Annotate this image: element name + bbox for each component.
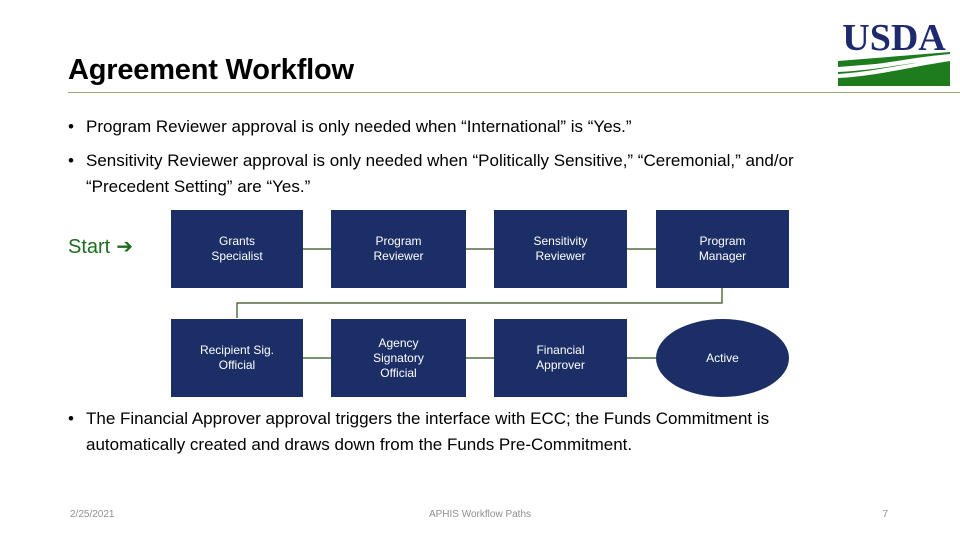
list-item: The Financial Approver approval triggers…	[62, 406, 852, 458]
bullet-list-bottom: The Financial Approver approval triggers…	[62, 406, 852, 458]
title-divider	[68, 92, 960, 93]
svg-text:USDA: USDA	[842, 17, 946, 59]
flow-node-active[interactable]: Active	[656, 319, 789, 397]
flow-node-recipient-sig-official[interactable]: Recipient Sig.Official	[171, 319, 303, 397]
list-item: Program Reviewer approval is only needed…	[62, 114, 842, 140]
page-title: Agreement Workflow	[68, 54, 354, 86]
usda-logo: USDA	[836, 8, 952, 88]
footer-date: 2/25/2021	[70, 509, 115, 520]
slide-footer: 2/25/2021 APHIS Workflow Paths 7	[0, 506, 960, 526]
bullet-list-top: Program Reviewer approval is only needed…	[62, 114, 842, 208]
footer-page-number: 7	[882, 509, 888, 520]
list-item: Sensitivity Reviewer approval is only ne…	[62, 148, 842, 200]
footer-title: APHIS Workflow Paths	[428, 509, 532, 520]
flow-start-label: Start➔	[68, 234, 133, 260]
start-text: Start	[68, 236, 111, 258]
arrow-right-icon: ➔	[116, 236, 134, 258]
